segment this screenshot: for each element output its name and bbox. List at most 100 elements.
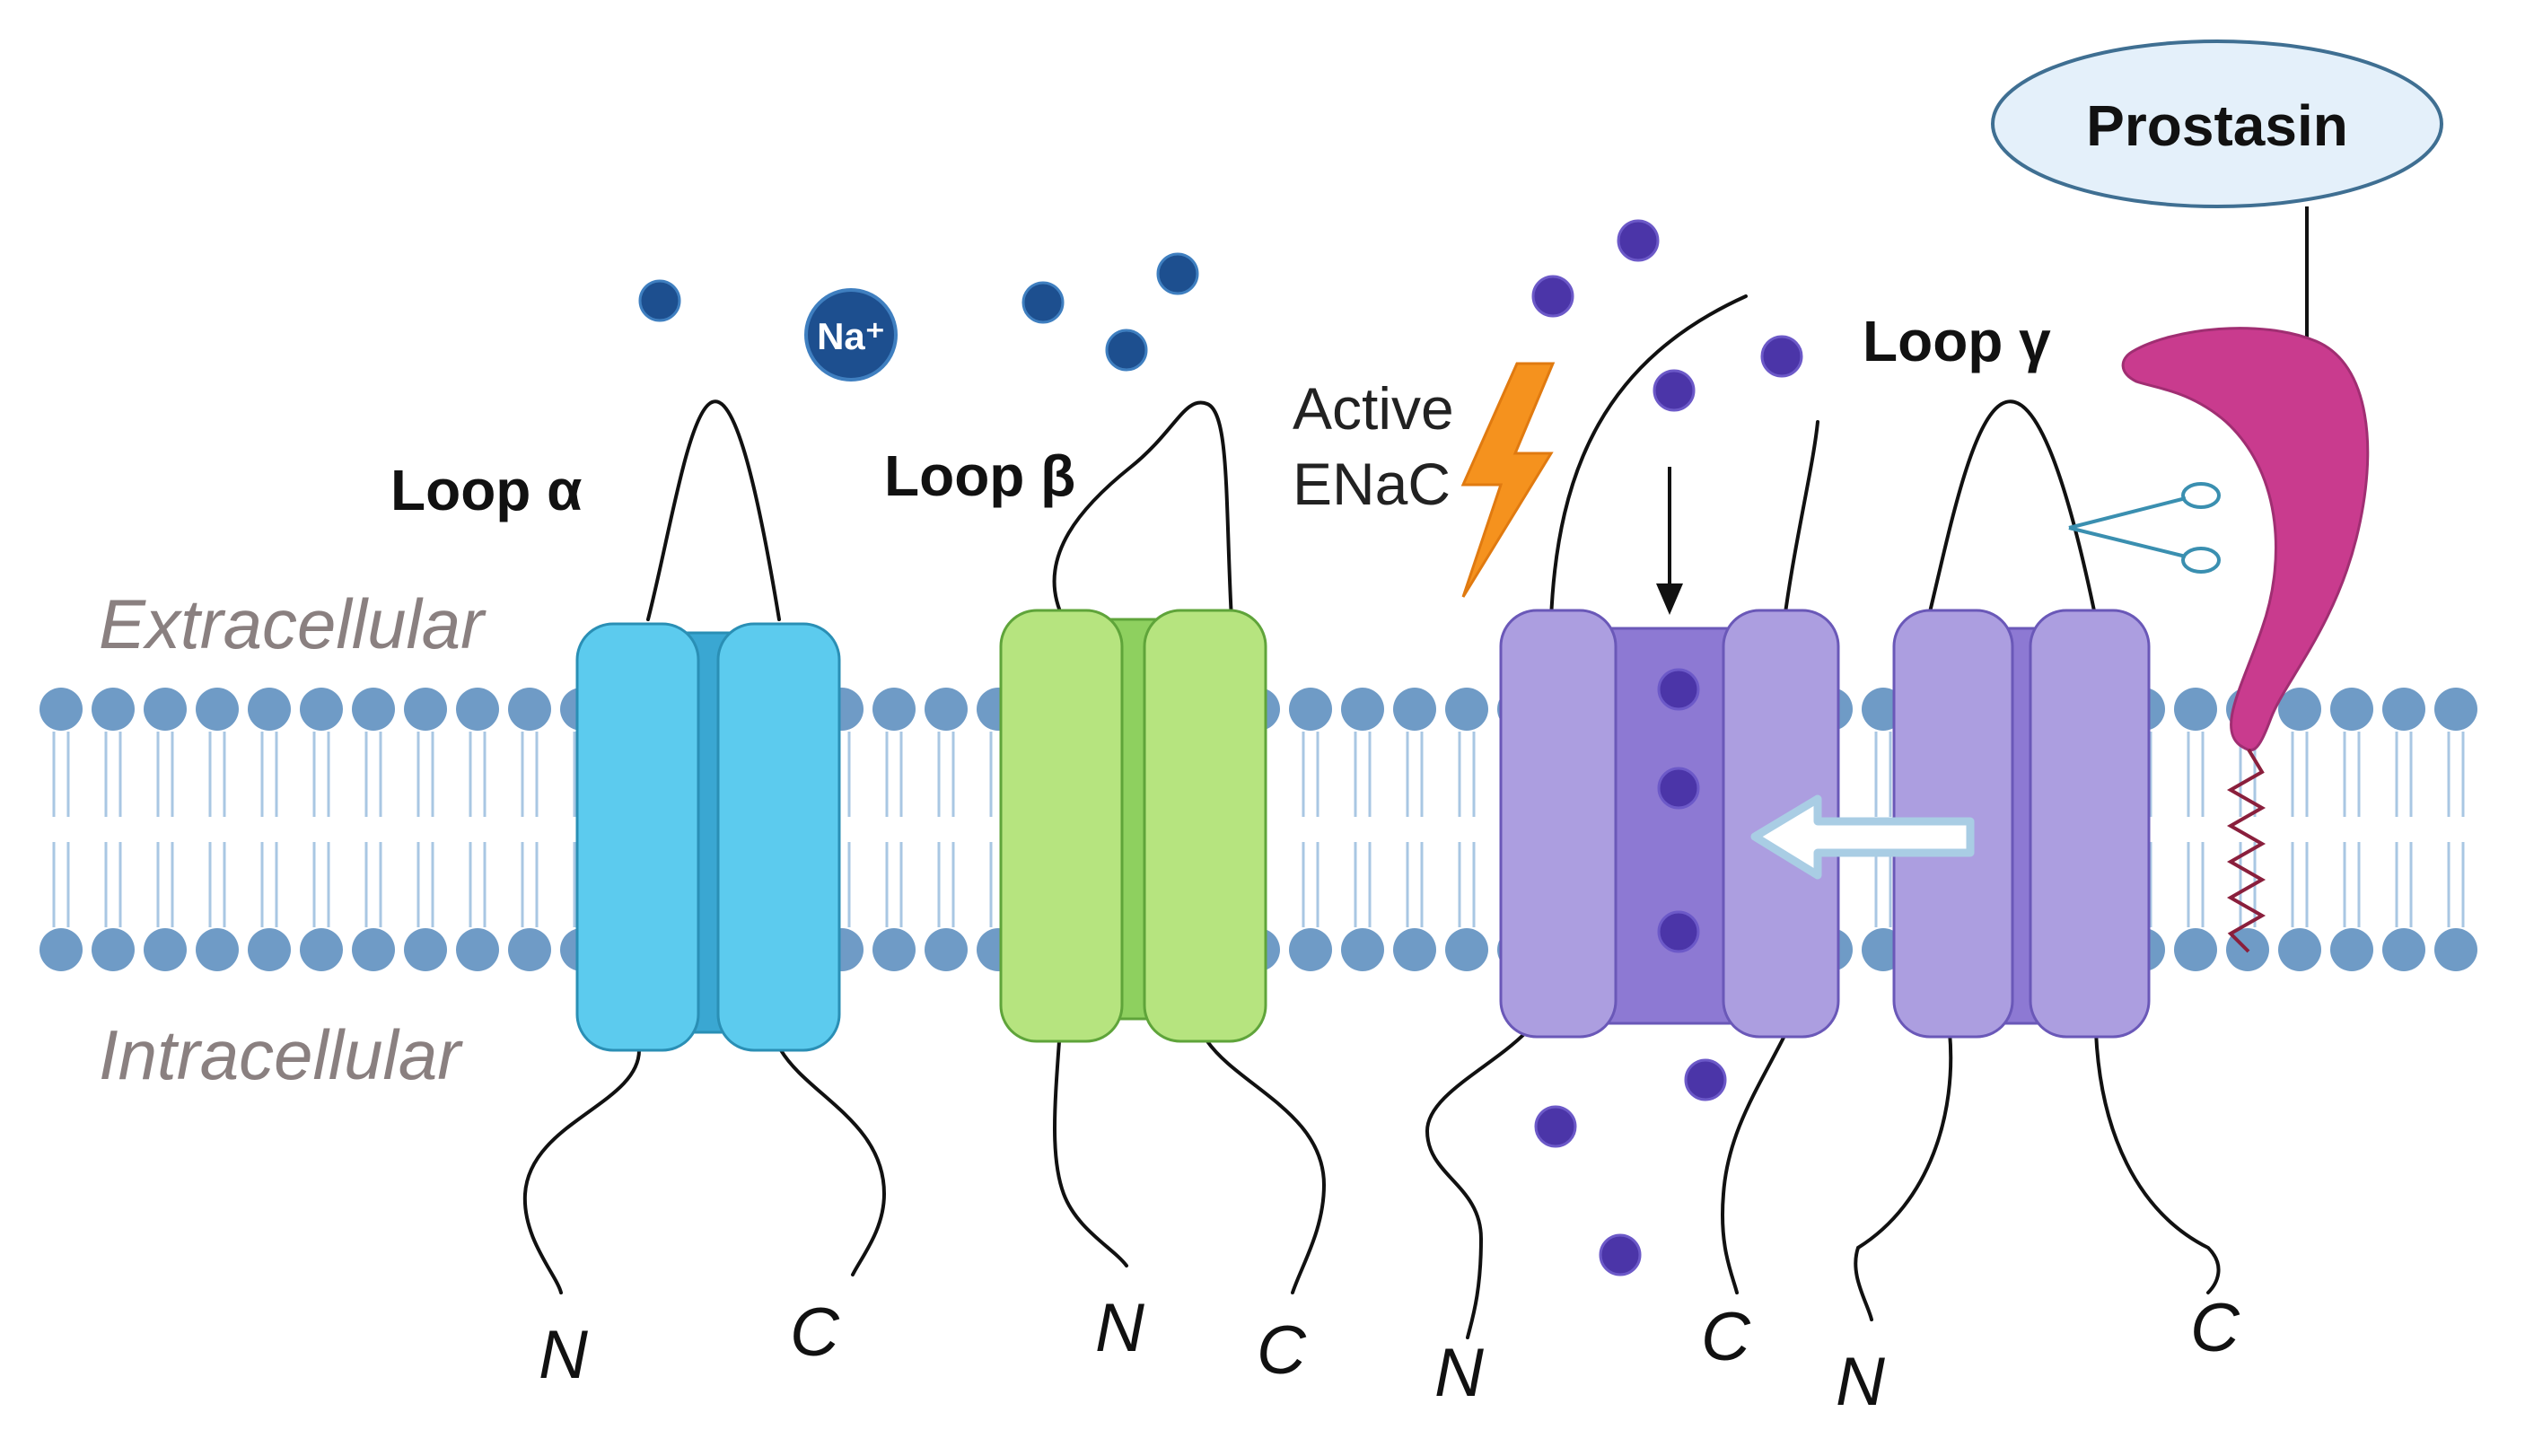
lipid-tail	[104, 732, 122, 927]
lipid-tail	[1874, 732, 1892, 927]
alpha-c-terminal-tail	[779, 1048, 887, 1276]
lipid-tail	[2395, 732, 2413, 927]
lipid-head	[2330, 928, 2373, 971]
lipid-head	[248, 688, 291, 731]
lipid-tail	[312, 732, 330, 927]
arrow-down-icon	[1656, 467, 1683, 615]
lipid-head	[508, 928, 551, 971]
lipid-head	[248, 928, 291, 971]
arrow-left-icon	[1750, 794, 1975, 880]
gamma-loop-label: Loop γ	[1863, 309, 2051, 373]
lipid-head	[1445, 688, 1488, 731]
lipid-tail	[2239, 732, 2257, 927]
beta-c-terminal-tail	[1206, 1039, 1327, 1294]
lightning-icon	[1460, 362, 1556, 598]
gamma-c-label: C	[2190, 1290, 2240, 1366]
active-enac-label-line1: Active	[1293, 375, 1454, 442]
lipid-tail	[2187, 732, 2205, 927]
lipid-head	[39, 928, 83, 971]
sodium-ion-labeled: Na⁺	[804, 288, 898, 382]
lipid-head	[404, 688, 447, 731]
active-left-helix	[1499, 609, 1618, 1039]
lipid-head	[2382, 688, 2425, 731]
sodium-ion-active	[1657, 668, 1700, 711]
lipid-head	[2434, 928, 2477, 971]
lipid-head	[92, 928, 135, 971]
lipid-head	[144, 928, 187, 971]
lipid-head	[1445, 928, 1488, 971]
alpha-c-label: C	[790, 1294, 840, 1371]
lipid-head	[508, 688, 551, 731]
lipid-head	[2382, 928, 2425, 971]
alpha-left-helix	[575, 622, 700, 1052]
lipid-head	[92, 688, 135, 731]
lipid-head	[2330, 688, 2373, 731]
lipid-head	[1393, 928, 1436, 971]
beta-extracellular-loop	[1052, 400, 1233, 621]
lipid-tail	[2447, 732, 2465, 927]
alpha-extracellular-loop	[646, 399, 781, 621]
lipid-head	[196, 928, 239, 971]
lipid-head	[2174, 928, 2217, 971]
lipid-head	[352, 688, 395, 731]
lipid-head	[925, 928, 968, 971]
sodium-ion-active	[1657, 910, 1700, 953]
lipid-head	[300, 928, 343, 971]
sodium-ion-active	[1617, 219, 1660, 262]
lipid-tail	[208, 732, 226, 927]
lipid-head	[2174, 688, 2217, 731]
active-extracellular-loop-right	[1783, 420, 1819, 621]
lipid-tail	[1354, 732, 1372, 927]
gamma-n-label: N	[1836, 1344, 1885, 1420]
lipid-tail	[1302, 732, 1319, 927]
lipid-tail	[364, 732, 382, 927]
alpha-n-terminal-tail	[522, 1048, 641, 1294]
prostasin-enzyme-shape	[2121, 327, 2370, 752]
lipid-tail	[2291, 732, 2309, 927]
prostasin-label: Prostasin	[2086, 93, 2348, 158]
lipid-head	[404, 928, 447, 971]
gamma-n-terminal-tail	[1854, 1031, 1953, 1321]
active-enac-label-line2: ENaC	[1293, 451, 1451, 517]
lipid-head	[300, 688, 343, 731]
lipid-head	[456, 928, 499, 971]
lipid-head	[1341, 688, 1384, 731]
sodium-ion-active	[1657, 767, 1700, 810]
sodium-ion-label: Na⁺	[817, 315, 885, 357]
lipid-tail	[260, 732, 278, 927]
lipid-head	[144, 688, 187, 731]
gamma-extracellular-loop	[1926, 399, 2098, 621]
gamma-c-terminal-tail	[2094, 1031, 2221, 1294]
lipid-head	[1341, 928, 1384, 971]
active-c-label: C	[1701, 1299, 1751, 1375]
lipid-head	[925, 688, 968, 731]
active-c-terminal-tail	[1721, 1031, 1788, 1294]
beta-n-terminal-tail	[1053, 1039, 1128, 1267]
alpha-right-helix	[716, 622, 841, 1052]
sodium-ion-active	[1684, 1058, 1727, 1101]
extracellular-label: Extracellular	[99, 584, 487, 663]
sodium-ion	[1021, 281, 1065, 324]
sodium-ion-active	[1760, 335, 1803, 378]
sodium-ion-active	[1534, 1105, 1577, 1148]
beta-loop-label: Loop β	[884, 443, 1075, 508]
lipid-tail	[2343, 732, 2361, 927]
channel-subunit-alpha: Loop α N C	[390, 399, 887, 1393]
lipid-tail	[52, 732, 70, 927]
sodium-ions	[638, 252, 1199, 372]
lipid-head	[872, 928, 916, 971]
channel-subunit-gamma: Loop γ N C	[1836, 309, 2240, 1420]
intracellular-label: Intracellular	[99, 1015, 463, 1094]
sodium-ion-active	[1653, 369, 1696, 412]
sodium-ion	[638, 279, 681, 322]
lipid-head	[196, 688, 239, 731]
active-extracellular-loop-left	[1549, 294, 1748, 621]
beta-c-label: C	[1257, 1312, 1307, 1389]
prostasin: Prostasin	[1991, 39, 2443, 953]
lipid-head	[2278, 928, 2321, 971]
active-n-terminal-tail	[1425, 1031, 1528, 1339]
sodium-ion	[1105, 329, 1148, 372]
lipid-head	[2278, 688, 2321, 731]
lipid-head	[352, 928, 395, 971]
